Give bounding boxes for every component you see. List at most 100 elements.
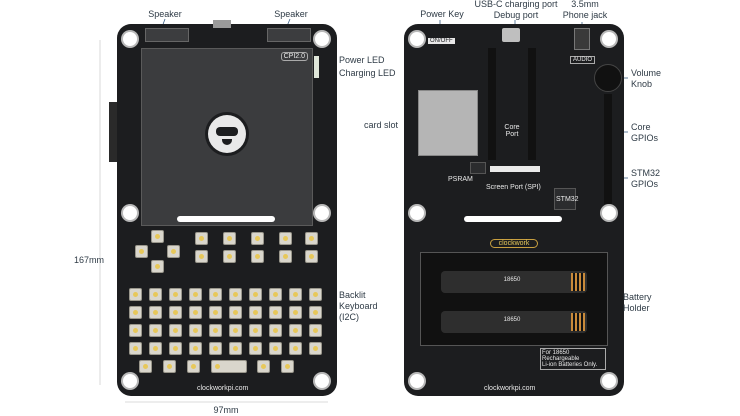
keyboard-key[interactable]	[279, 232, 292, 245]
stm32-gpios-label: STM32 GPIOs	[631, 168, 661, 189]
keyboard-key[interactable]	[209, 288, 222, 301]
keyboard-key[interactable]	[249, 288, 262, 301]
side-gpio-header	[109, 102, 117, 162]
keyboard-key[interactable]	[269, 288, 282, 301]
stm32-label: STM32	[556, 196, 579, 203]
keyboard-key[interactable]	[289, 288, 302, 301]
audio-label: AUDIO	[570, 56, 596, 64]
keyboard-key[interactable]	[129, 342, 142, 355]
keyboard-key[interactable]	[223, 232, 236, 245]
keyboard-key[interactable]	[281, 360, 294, 373]
keyboard-key[interactable]	[289, 324, 302, 337]
speaker-left-label: Speaker	[148, 9, 182, 19]
height-dimension: 167mm	[74, 255, 105, 265]
keyboard-key[interactable]	[149, 324, 162, 337]
keyboard-key[interactable]	[229, 324, 242, 337]
side-slot-back	[464, 216, 562, 222]
power-led-label: Power LED	[339, 55, 385, 65]
keyboard-key[interactable]	[169, 342, 182, 355]
core-port-label: Core Port	[504, 124, 520, 138]
keyboard-key[interactable]	[209, 342, 222, 355]
volume-knob-label: Volume Knob	[631, 68, 662, 89]
keyboard-key[interactable]	[229, 288, 242, 301]
keyboard-key[interactable]	[249, 306, 262, 319]
dpad-right-key[interactable]	[167, 245, 180, 258]
on-off-label: ON/OFF	[428, 38, 455, 44]
keyboard-key[interactable]	[249, 324, 262, 337]
keyboard-key[interactable]	[169, 306, 182, 319]
backlit-keyboard-label: Backlit Keyboard (I2C)	[339, 290, 378, 322]
speaker-left	[145, 28, 189, 42]
keyboard-key[interactable]	[229, 342, 242, 355]
keyboard-key[interactable]	[289, 306, 302, 319]
mount-hole	[315, 206, 329, 220]
keyboard-key[interactable]	[129, 306, 142, 319]
dpad-down-key[interactable]	[151, 260, 164, 273]
keyboard-key[interactable]	[189, 288, 202, 301]
keyboard-key[interactable]	[129, 324, 142, 337]
mount-hole	[315, 32, 329, 46]
keyboard-key[interactable]	[149, 288, 162, 301]
dpad-left-key[interactable]	[135, 245, 148, 258]
keyboard-key[interactable]	[163, 360, 176, 373]
width-dimension: 97mm	[213, 405, 239, 415]
keyboard-key[interactable]	[189, 306, 202, 319]
sd-card-slot	[418, 90, 478, 156]
battery-warning: For 18650 Rechargeable Li-ion Batteries …	[540, 348, 606, 370]
keyboard-key[interactable]	[269, 342, 282, 355]
keyboard-key[interactable]	[279, 250, 292, 263]
keyboard-key[interactable]	[257, 360, 270, 373]
usbc-port	[502, 28, 520, 42]
mount-hole	[410, 374, 424, 388]
keyboard-key[interactable]	[309, 324, 322, 337]
side-slot	[177, 216, 275, 222]
keyboard-key[interactable]	[249, 342, 262, 355]
keyboard-key[interactable]	[189, 342, 202, 355]
card-slot-label: card slot	[364, 120, 399, 130]
battery-cell: 18650	[441, 311, 587, 333]
keyboard-key[interactable]	[251, 232, 264, 245]
screen-area: CPI2.0	[141, 48, 313, 226]
space-key[interactable]	[211, 360, 247, 373]
keyboard-key[interactable]	[195, 232, 208, 245]
battery-holder: 18650 18650	[420, 252, 608, 346]
keyboard-key[interactable]	[305, 232, 318, 245]
keyboard-key[interactable]	[309, 306, 322, 319]
keyboard-key[interactable]	[251, 250, 264, 263]
keyboard-key[interactable]	[289, 342, 302, 355]
keyboard-key[interactable]	[187, 360, 200, 373]
keyboard-key[interactable]	[189, 324, 202, 337]
battery-spring	[571, 273, 585, 291]
keyboard-key[interactable]	[269, 306, 282, 319]
psram-label: PSRAM	[448, 176, 473, 183]
keyboard-key[interactable]	[149, 342, 162, 355]
keyboard-key[interactable]	[149, 306, 162, 319]
keyboard-key[interactable]	[195, 250, 208, 263]
keyboard-key[interactable]	[209, 324, 222, 337]
keyboard-key[interactable]	[305, 250, 318, 263]
screen-port-label: Screen Port (SPI)	[486, 184, 541, 191]
battery-cell: 18650	[441, 271, 587, 293]
mount-hole	[123, 32, 137, 46]
stm32-chip	[554, 188, 576, 210]
dpad-up-key[interactable]	[151, 230, 164, 243]
volume-knob[interactable]	[594, 64, 622, 92]
keyboard-key[interactable]	[309, 288, 322, 301]
mount-hole	[602, 206, 616, 220]
keyboard-key[interactable]	[309, 342, 322, 355]
keyboard-key[interactable]	[139, 360, 152, 373]
keyboard-key[interactable]	[169, 288, 182, 301]
cpi-logo-icon	[208, 115, 246, 153]
keyboard-key[interactable]	[229, 306, 242, 319]
gpio-header-right	[604, 94, 612, 204]
mount-hole	[410, 206, 424, 220]
keyboard-key[interactable]	[223, 250, 236, 263]
core-port-left-header	[488, 48, 496, 160]
keyboard-key[interactable]	[129, 288, 142, 301]
keyboard-key[interactable]	[169, 324, 182, 337]
keyboard-key[interactable]	[269, 324, 282, 337]
psram-chip	[470, 162, 486, 174]
screen-port-connector	[490, 166, 540, 172]
phone-jack	[574, 28, 590, 50]
keyboard-key[interactable]	[209, 306, 222, 319]
